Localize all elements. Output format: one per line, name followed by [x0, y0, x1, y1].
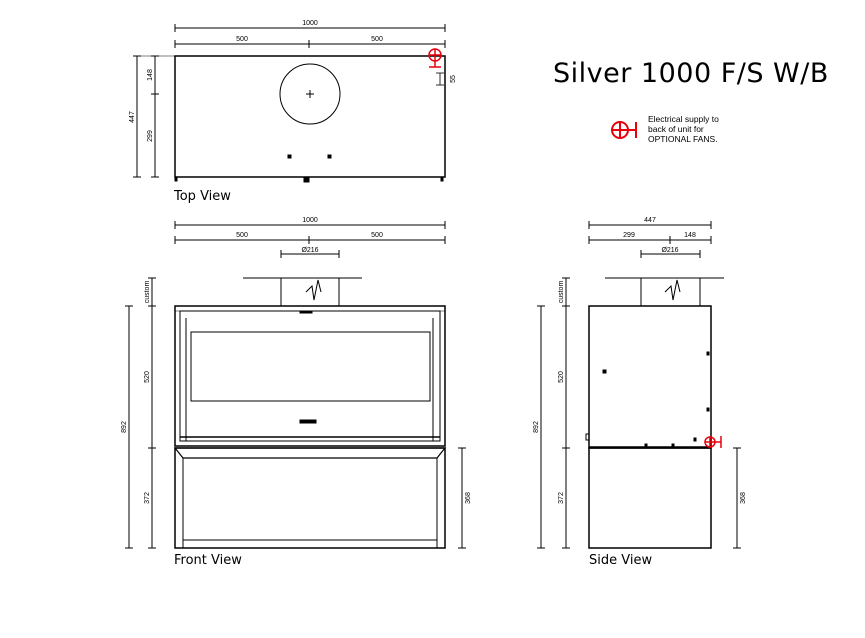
dim-top-offset: 55 — [450, 75, 457, 83]
electrical-note: Electrical supply to back of unit for OP… — [648, 114, 719, 144]
side-base — [588, 447, 712, 549]
base-unit — [174, 447, 446, 549]
dim-top-width: 1000 — [302, 20, 318, 27]
dim-side-base: 372 — [558, 492, 565, 504]
page-title: Silver 1000 F/S W/B — [553, 58, 829, 89]
firebox-body — [174, 305, 446, 447]
note-line-1: Electrical supply to — [648, 114, 719, 124]
dim-front-base: 372 — [144, 492, 151, 504]
dim-side-flue: Ø216 — [661, 247, 678, 254]
dim-side-plinth: 368 — [740, 492, 747, 504]
side-view — [537, 221, 741, 549]
dim-side-back: 148 — [684, 232, 696, 239]
dim-top-half-left: 500 — [236, 36, 248, 43]
glass-window — [190, 331, 431, 402]
dim-front-total: 892 — [121, 421, 128, 433]
electrical-supply-icon — [428, 48, 442, 68]
dim-top-back: 148 — [147, 69, 154, 81]
dim-front-plinth: 368 — [465, 492, 472, 504]
front-view — [125, 221, 466, 549]
side-electrical-icon — [704, 436, 722, 448]
dim-side-custom: custom — [558, 281, 565, 304]
note-line-3: OPTIONAL FANS. — [648, 134, 718, 144]
dim-side-depth: 447 — [644, 217, 656, 224]
flue-circle — [279, 63, 341, 125]
dim-front-custom: custom — [144, 281, 151, 304]
dim-side-total: 892 — [533, 421, 540, 433]
dim-front-half-left: 500 — [236, 232, 248, 239]
dim-top-front: 299 — [147, 130, 154, 142]
dim-top-depth: 447 — [129, 111, 136, 123]
dim-front-half-right: 500 — [371, 232, 383, 239]
front-view-label: Front View — [174, 553, 242, 568]
top-view-label: Top View — [174, 189, 231, 204]
top-body — [174, 55, 446, 178]
legend-electrical-icon — [611, 121, 637, 139]
dim-side-firebox: 520 — [558, 371, 565, 383]
side-view-label: Side View — [589, 553, 653, 568]
dim-front-width: 1000 — [302, 217, 318, 224]
side-body — [588, 305, 712, 449]
dim-front-flue: Ø216 — [301, 247, 318, 254]
note-line-2: back of unit for — [648, 124, 704, 134]
top-view — [133, 24, 446, 183]
dim-top-half-right: 500 — [371, 36, 383, 43]
dim-front-firebox: 520 — [144, 371, 151, 383]
dim-side-front: 299 — [623, 232, 635, 239]
